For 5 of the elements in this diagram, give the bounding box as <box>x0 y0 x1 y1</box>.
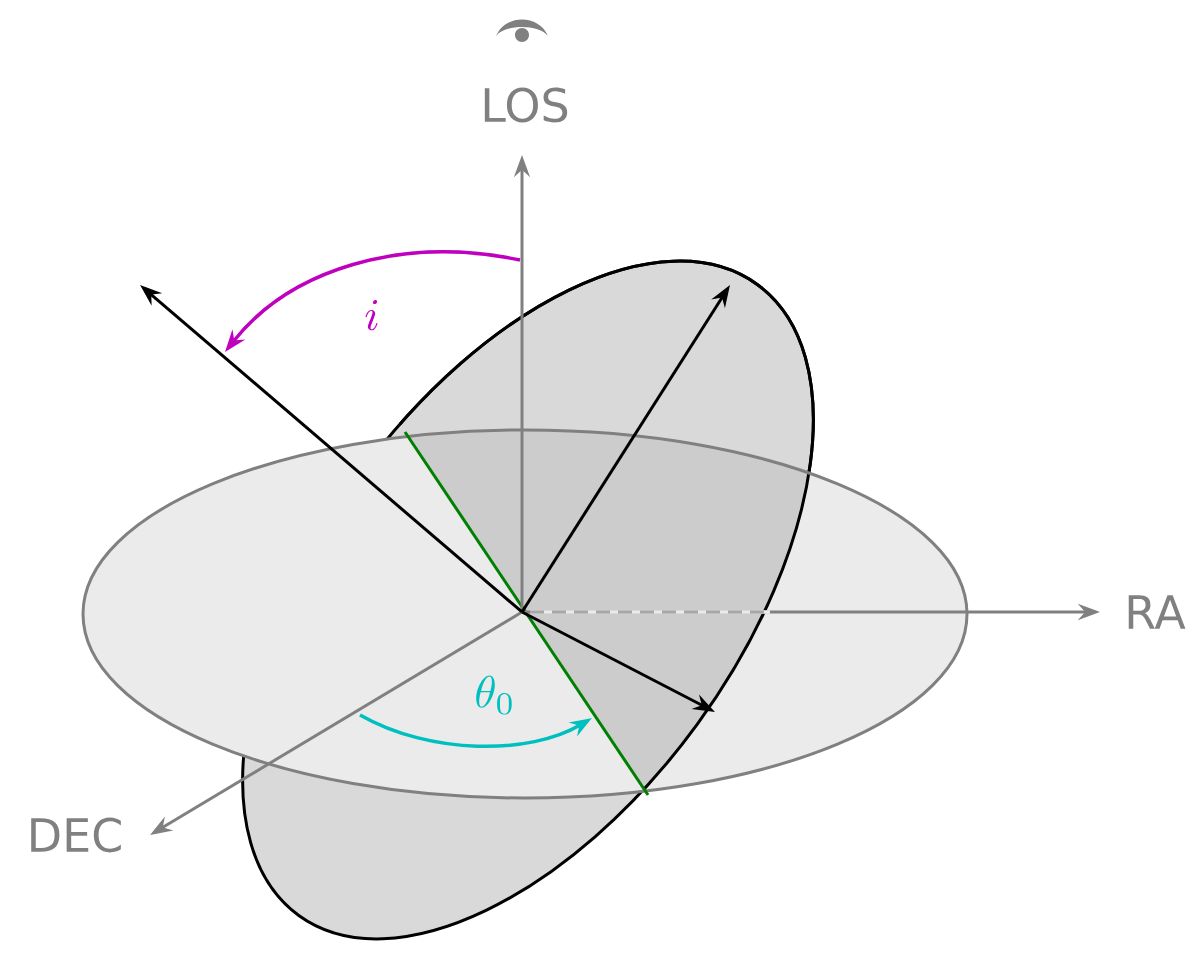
axis-label: RA <box>1128 595 1186 629</box>
axis-label: LOS <box>484 87 568 123</box>
angle-label: $\theta_{0}$ <box>476 675 512 715</box>
angle-label: $i$ <box>365 300 378 331</box>
axis-label: DEC <box>31 817 121 853</box>
